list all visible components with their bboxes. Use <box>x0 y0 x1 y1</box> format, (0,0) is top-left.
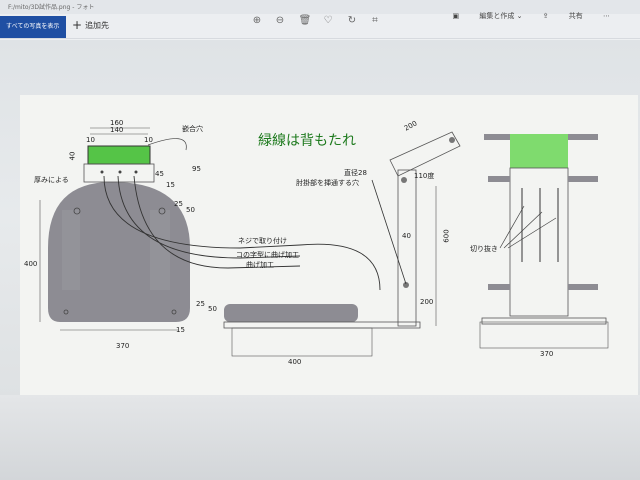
add-to-button[interactable]: +追加先 <box>72 18 109 32</box>
label-fit-hole: 嵌合穴 <box>182 125 203 133</box>
dim-45: 45 <box>155 170 164 178</box>
label-dia28: 直径28 <box>344 169 367 177</box>
favorite-icon[interactable]: ♡ <box>323 15 333 26</box>
dim-50-top: 50 <box>186 206 195 214</box>
dim-25-top: 25 <box>174 200 183 208</box>
add-to-label: 追加先 <box>85 21 110 30</box>
dim-40: 40 <box>68 151 77 161</box>
share-label: 共有 <box>568 12 583 20</box>
rotate-icon[interactable]: ↻ <box>347 15 357 26</box>
dim-400-left: 400 <box>24 260 38 268</box>
delete-icon[interactable]: 🗑 <box>298 15 312 26</box>
label-thickness: 厚みによる <box>34 176 69 184</box>
dim-50-bottom: 50 <box>208 305 217 313</box>
show-all-photos-button[interactable]: すべての写真を表示 <box>0 16 66 38</box>
label-cutout: 切り抜き <box>470 245 498 253</box>
dim-10-left: 10 <box>86 136 95 144</box>
photo-bottom-area <box>0 395 640 480</box>
note-screw: ネジで取り付け <box>238 237 287 245</box>
more-icon[interactable]: ⋯ <box>603 12 610 20</box>
dim-160: 160 <box>110 119 124 127</box>
right-toolbar: ▣ 編集と作成 ⌄ ⇪ 共有 ⋯ <box>435 11 611 21</box>
edit-create-button[interactable]: ▣ 編集と作成 ⌄ <box>452 12 523 20</box>
dim-370-left: 370 <box>116 342 130 350</box>
crop-icon[interactable]: ⌗ <box>372 15 378 26</box>
dim-10-right: 10 <box>144 136 153 144</box>
dim-25-bottom: 25 <box>196 300 205 308</box>
seat-shape <box>224 304 358 322</box>
green-backrest-top <box>87 145 151 165</box>
note-u-bend: コの字型に曲げ加工 <box>236 251 299 259</box>
dim-15-top: 15 <box>166 181 175 189</box>
zoom-out-icon[interactable]: ⊖ <box>275 15 285 26</box>
label-hole-note: 肘掛部を挿通する穴 <box>296 179 359 187</box>
toolbar <box>0 14 640 39</box>
note-bend: 曲げ加工 <box>246 261 274 269</box>
dim-370-front: 370 <box>540 350 554 358</box>
title-bar: F:/mito/3D試作品.png - フォト <box>0 0 640 14</box>
dim-140: 140 <box>110 126 124 134</box>
dim-400-side: 400 <box>288 358 302 366</box>
plus-icon: + <box>72 18 83 32</box>
drawing-caption: 緑線は背もたれ <box>258 133 356 149</box>
dim-40-side: 40 <box>402 232 411 240</box>
share-button[interactable]: ⇪ 共有 <box>542 12 583 20</box>
dim-200-side: 200 <box>420 298 434 306</box>
dim-15-bottom: 15 <box>176 326 185 334</box>
backrest-green-front <box>510 134 568 168</box>
window-title: F:/mito/3D試作品.png - フォト <box>8 4 95 11</box>
zoom-in-icon[interactable]: ⊕ <box>252 15 262 26</box>
dim-95: 95 <box>192 165 201 173</box>
edit-create-label: 編集と作成 <box>479 12 515 20</box>
label-angle: 110度 <box>414 172 435 180</box>
dim-600: 600 <box>442 229 451 243</box>
